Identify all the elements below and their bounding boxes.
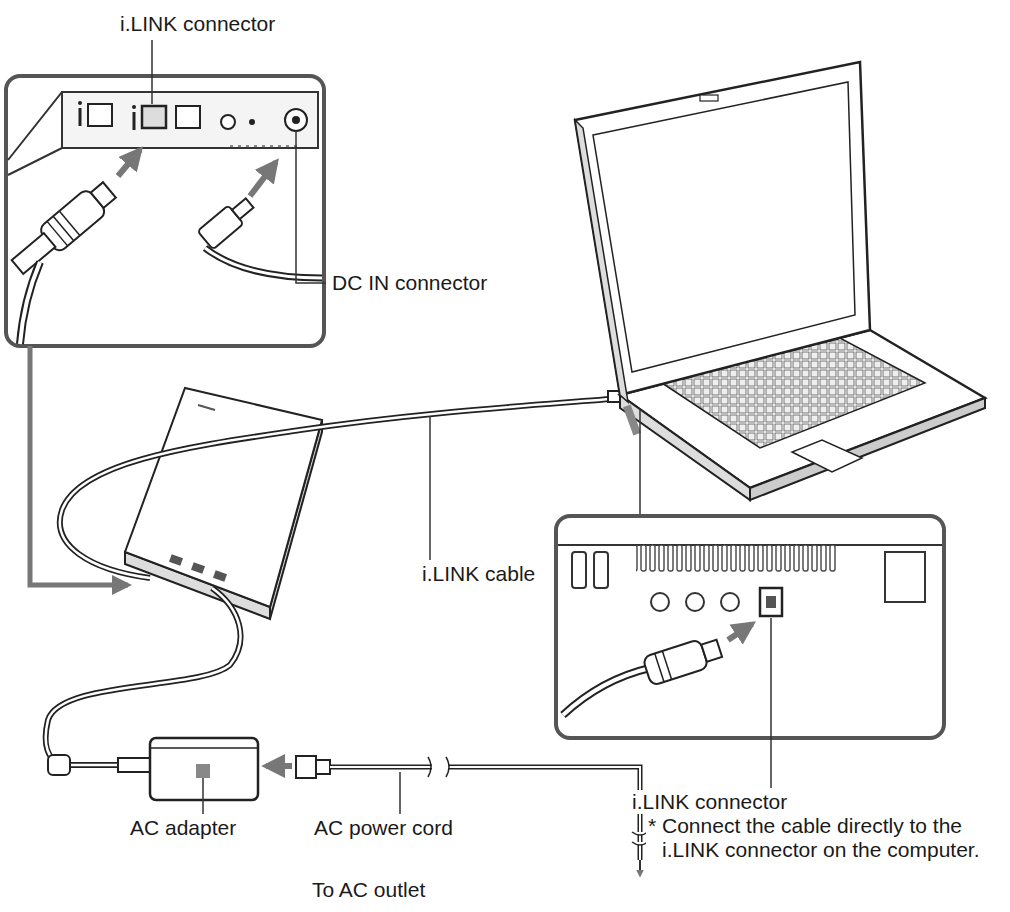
part-label: To AC outlet: [310, 878, 427, 902]
drive-connector-inset: [6, 76, 324, 346]
ilink-cable: [60, 398, 622, 578]
laptop-computer: [575, 62, 985, 500]
ac-power-cord: [296, 756, 648, 876]
leader-line: [639, 408, 641, 515]
computer-connector-inset: [556, 516, 944, 738]
part-label: DC IN connector: [330, 271, 489, 295]
leader-line: [770, 618, 772, 788]
note-text: * Connect the cable directly to the i.LI…: [646, 814, 1004, 862]
leader-line: [399, 772, 401, 814]
part-label: AC adapter: [128, 816, 238, 840]
ferrite-core: [48, 755, 70, 775]
part-label: i.LINK connector: [118, 12, 277, 36]
ac-adapter: [150, 738, 258, 800]
part-label: i.LINK connector: [630, 790, 789, 814]
part-label: AC power cord: [312, 816, 455, 840]
pointer-line: [266, 763, 292, 769]
pointer-line: [30, 346, 128, 585]
part-label: i.LINK cable: [420, 562, 537, 586]
leader-line: [151, 40, 153, 104]
leader-line: [429, 416, 431, 560]
leader-line: [202, 778, 204, 814]
external-drive: [125, 388, 322, 619]
leader-line: [296, 132, 326, 283]
